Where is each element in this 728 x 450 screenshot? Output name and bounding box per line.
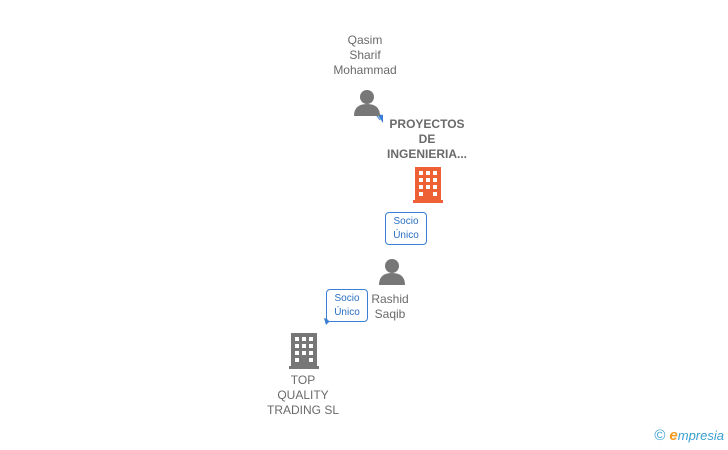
node-label-proyectos[interactable]: PROYECTOS DE INGENIERIA... — [386, 117, 467, 161]
node-label-qasim[interactable]: Qasim Sharif Mohammad — [333, 33, 397, 77]
copyright-icon: © — [654, 426, 666, 444]
node-label-rashid[interactable]: Rashid Saqib — [371, 292, 409, 321]
node-label-topquality[interactable]: TOP QUALITY TRADING SL — [266, 373, 339, 417]
edge-arrowhead — [377, 114, 383, 123]
building-icon[interactable] — [413, 167, 443, 203]
edge-badge-socio-unico[interactable]: Socio Único — [385, 212, 427, 245]
brand-logo[interactable]: © empresia — [654, 426, 724, 444]
person-icon[interactable] — [379, 259, 405, 285]
brand-e: e — [669, 426, 678, 444]
brand-name: mpresia — [677, 427, 724, 443]
building-icon[interactable] — [289, 333, 319, 369]
edge-badge-socio-unico[interactable]: Socio Único — [326, 289, 368, 322]
person-icon[interactable] — [354, 90, 380, 116]
